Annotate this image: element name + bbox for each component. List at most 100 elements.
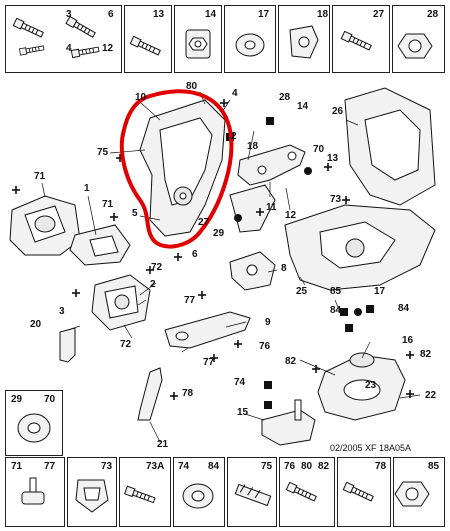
part-number-75: 75 — [261, 461, 273, 472]
lower-mount-cage-drawing — [91, 274, 151, 331]
link-21-drawing — [137, 367, 163, 421]
callout-25: 25 — [296, 286, 308, 297]
part-28-nut-drawing — [397, 33, 433, 59]
callout-27: 27 — [198, 217, 210, 228]
callout-73: 73 — [330, 194, 342, 205]
callout-17: 17 — [374, 286, 386, 297]
callout-14: 14 — [297, 101, 309, 112]
parts-cell-73a: 73A — [119, 457, 171, 527]
part-number-27: 27 — [373, 9, 385, 20]
callout-9: 9 — [265, 317, 271, 328]
callout-72-upper: 72 — [151, 262, 163, 273]
part-number-4: 4 — [66, 43, 72, 54]
part-74-84-washer-drawing — [182, 483, 214, 509]
callout-6: 6 — [192, 249, 198, 260]
callout-18: 18 — [247, 141, 259, 152]
part-14-clip-nut-drawing — [185, 29, 211, 59]
part-number-70: 70 — [44, 394, 56, 405]
callout-2: 2 — [231, 131, 237, 142]
torque-arm-drawing — [237, 144, 306, 186]
bracket-20-drawing — [59, 327, 76, 363]
part-number-28: 28 — [427, 9, 439, 20]
part-27-bolt-drawing — [340, 30, 373, 52]
callout-71-center: 71 — [102, 199, 114, 210]
callout-2-lower: 2 — [150, 279, 156, 290]
part-17-washer-drawing — [235, 33, 265, 57]
part-75-pin-drawing — [234, 483, 272, 507]
callout-70: 70 — [313, 144, 325, 155]
callout-82-right: 82 — [420, 349, 432, 360]
callout-84-left: 84 — [330, 305, 342, 316]
part-73-clip-drawing — [75, 479, 109, 513]
callout-76: 76 — [259, 341, 271, 352]
part-number-29: 29 — [11, 394, 23, 405]
part-85-nut-drawing — [394, 481, 430, 507]
part-number-18: 18 — [317, 9, 329, 20]
part-71-77-stud-drawing — [21, 477, 45, 505]
callout-77-upper: 77 — [184, 295, 196, 306]
callout-23: 23 — [365, 380, 377, 391]
callout-74: 74 — [234, 377, 246, 388]
callout-85: 85 — [330, 286, 342, 297]
callout-3: 3 — [59, 306, 65, 317]
callout-8: 8 — [281, 263, 287, 274]
part-13-bolt-drawing — [129, 35, 162, 57]
part-76-80-82-bolt-drawing — [285, 481, 318, 503]
plate-15-drawing — [261, 399, 316, 446]
callout-13: 13 — [327, 153, 339, 164]
callout-4: 4 — [232, 88, 238, 99]
part-number-3: 3 — [66, 9, 72, 20]
callout-72-lower: 72 — [120, 339, 132, 350]
part-18-bracket-drawing — [289, 25, 319, 59]
part-number-80: 80 — [301, 461, 313, 472]
part-78-bolt-drawing — [342, 481, 375, 503]
part-number-73: 73 — [101, 461, 113, 472]
part-number-13: 13 — [153, 9, 165, 20]
callout-82-left: 82 — [285, 356, 297, 367]
part-3-6-4-12-bolts-drawing — [12, 16, 100, 58]
callout-21: 21 — [157, 439, 169, 450]
part-number-12: 12 — [102, 43, 114, 54]
callout-10: 10 — [135, 92, 147, 103]
callout-5: 5 — [132, 208, 138, 219]
red-highlight-outline — [119, 89, 234, 249]
subframe-25-drawing — [284, 204, 436, 291]
callout-20: 20 — [30, 319, 42, 330]
diagram-reference-caption: 02/2005 XF 18A05A — [330, 443, 412, 453]
bracket-26-drawing — [344, 87, 436, 206]
parts-cell-3-6-4-12: 3 6 4 12 — [5, 5, 122, 73]
part-number-6: 6 — [108, 9, 114, 20]
callout-22: 22 — [425, 390, 437, 401]
callout-16: 16 — [402, 335, 414, 346]
part-number-77: 77 — [44, 461, 56, 472]
part-number-14: 14 — [205, 9, 217, 20]
bracket-72-drawing — [69, 224, 131, 266]
part-number-85: 85 — [428, 461, 440, 472]
callout-11: 11 — [266, 202, 277, 213]
part-number-76: 76 — [284, 461, 296, 472]
part-number-17: 17 — [258, 9, 270, 20]
callout-28: 28 — [279, 92, 291, 103]
part-number-84: 84 — [208, 461, 220, 472]
callout-71-left: 71 — [34, 171, 46, 182]
part-73a-bolt-drawing — [124, 485, 157, 505]
callout-77-lower: 77 — [203, 357, 215, 368]
part-number-71: 71 — [11, 461, 23, 472]
callout-15: 15 — [237, 407, 249, 418]
callout-75: 75 — [97, 147, 109, 158]
part-29-70-washer-drawing — [17, 413, 51, 443]
mount-8-drawing — [229, 251, 276, 291]
part-number-73a: 73A — [146, 461, 165, 472]
part-number-82: 82 — [318, 461, 330, 472]
callout-29: 29 — [213, 228, 225, 239]
callout-26: 26 — [332, 106, 344, 117]
callout-12: 12 — [285, 210, 297, 221]
callout-80: 80 — [186, 81, 198, 92]
link-9-drawing — [164, 311, 251, 349]
left-engine-mount-drawing — [9, 195, 81, 256]
timing-cover-drawing — [139, 99, 226, 237]
part-number-78: 78 — [375, 461, 387, 472]
callout-84-right: 84 — [398, 303, 410, 314]
part-number-74: 74 — [178, 461, 190, 472]
